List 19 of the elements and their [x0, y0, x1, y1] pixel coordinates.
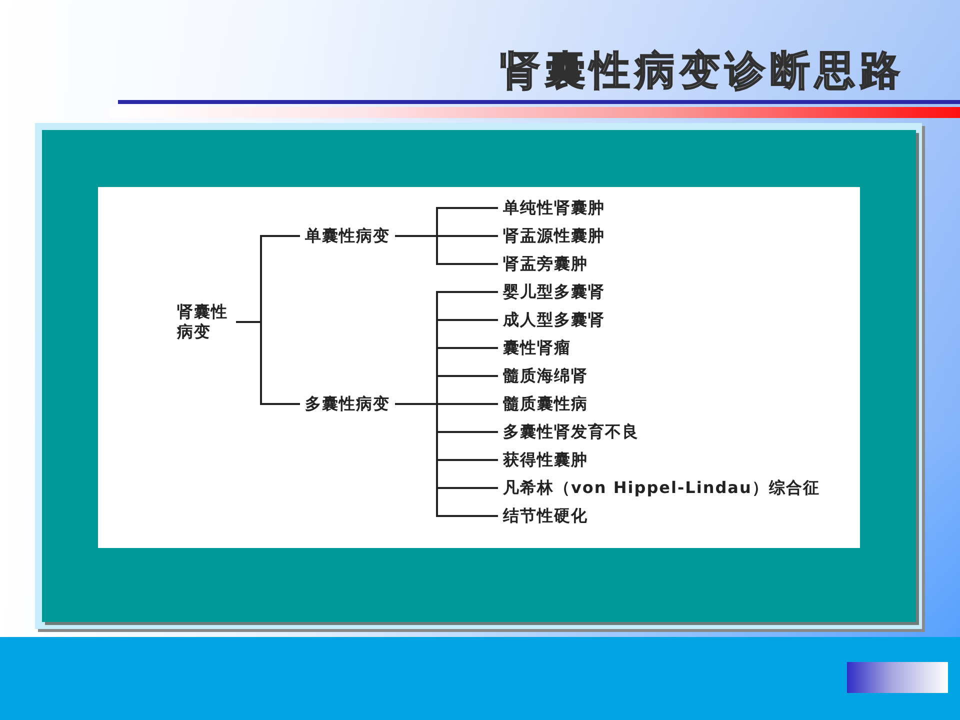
disease-label: 婴儿型多囊肾 — [498, 282, 610, 302]
root-label: 肾囊性病变 — [172, 302, 236, 342]
slide-title: 肾囊性病变诊断思路 — [500, 47, 905, 96]
disease-label: 髓质囊性病 — [498, 394, 593, 414]
category-label: 多囊性病变 — [300, 394, 395, 414]
connector-line — [395, 403, 498, 517]
disease-label: 肾盂源性囊肿 — [498, 226, 610, 246]
category-label: 单囊性病变 — [300, 226, 395, 246]
disease-label: 结节性硬化 — [498, 506, 593, 526]
disease-label: 凡希林（von Hippel-Lindau）综合征 — [498, 478, 825, 498]
disease-label: 单纯性肾囊肿 — [498, 198, 610, 218]
connector-line — [395, 235, 498, 265]
disease-label: 获得性囊肿 — [498, 450, 593, 470]
disease-label: 成人型多囊肾 — [498, 310, 610, 330]
disease-label: 多囊性肾发育不良 — [498, 422, 644, 442]
connector-line — [236, 321, 300, 405]
disease-label: 囊性肾瘤 — [498, 338, 576, 358]
disease-label: 肾盂旁囊肿 — [498, 254, 593, 274]
disease-label: 髓质海绵肾 — [498, 366, 593, 386]
